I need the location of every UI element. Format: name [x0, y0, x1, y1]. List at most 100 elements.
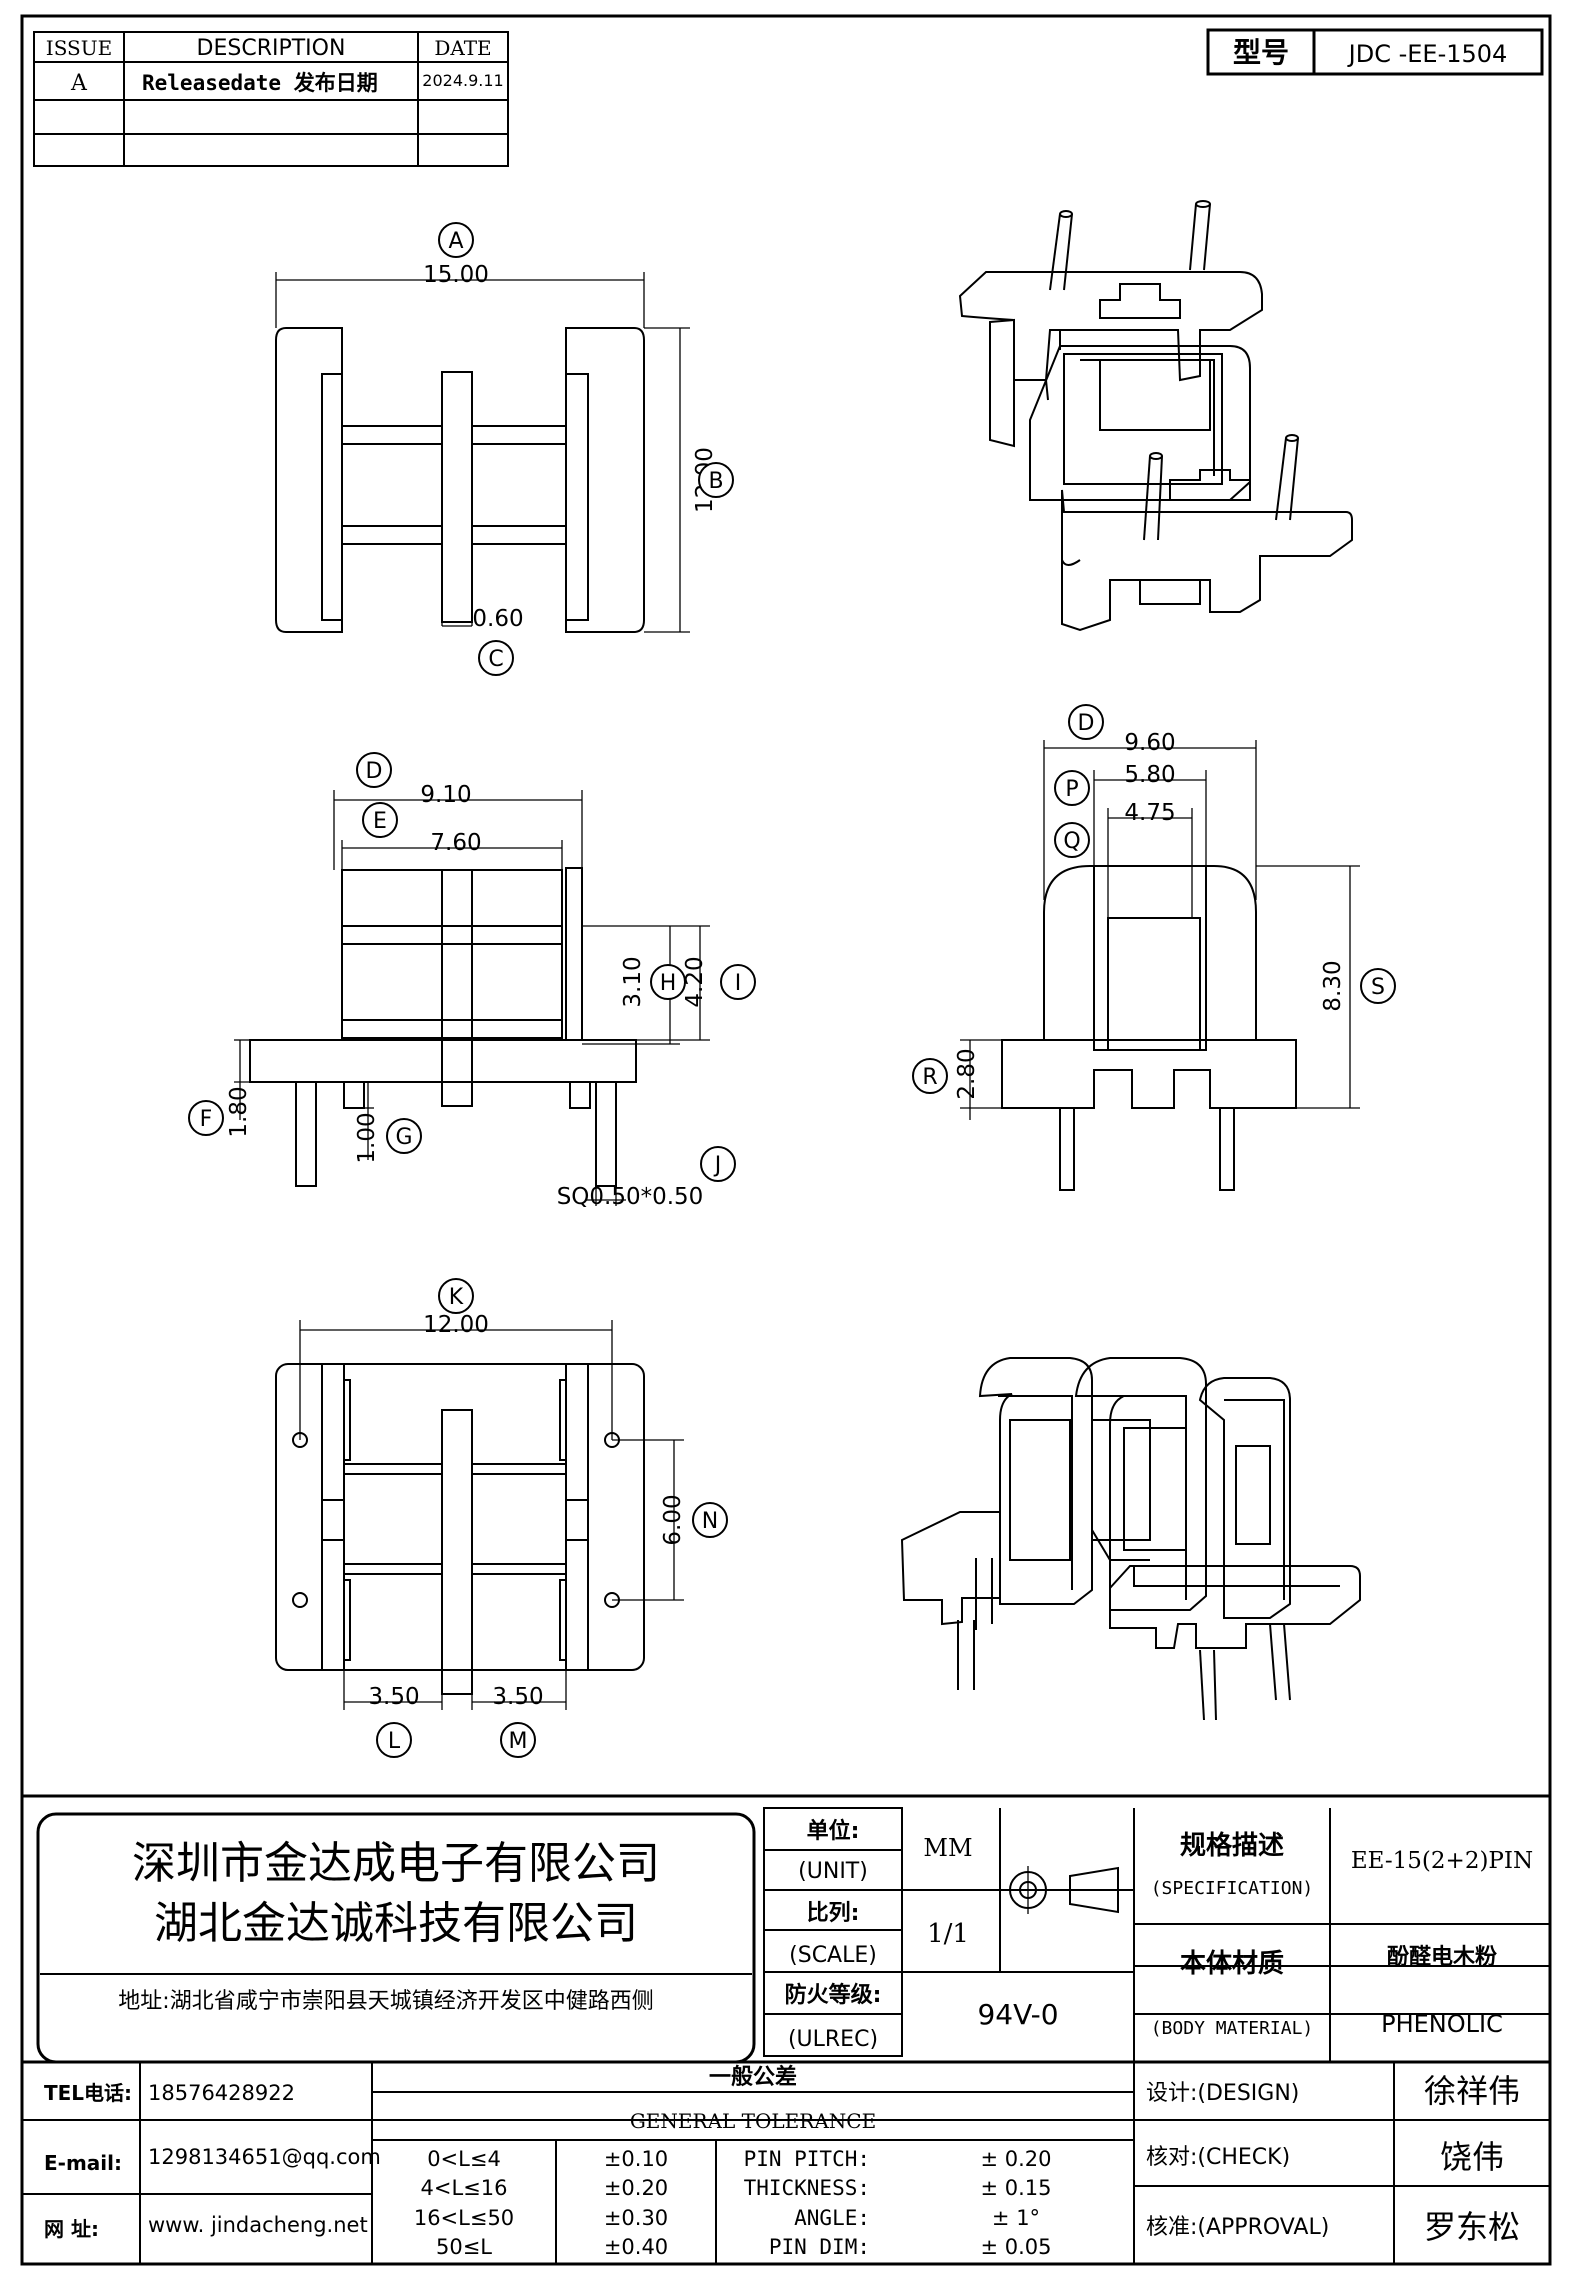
- rev-header-date: DATE: [434, 36, 491, 60]
- dimension-letter-bubble: M: [500, 1722, 536, 1758]
- tolerance-item-value: ± 0.20: [980, 2147, 1051, 2171]
- scale-label-en: (SCALE): [789, 1943, 877, 1968]
- tel-label: TEL电话:: [44, 2081, 132, 2105]
- scale-label-cn: 比列:: [807, 1901, 860, 1926]
- company-name-1: 深圳市金达成电子有限公司: [132, 1838, 660, 1889]
- material-label-cn: 本体材质: [1180, 1949, 1284, 1979]
- dimension-value: 8.30: [1320, 960, 1346, 1011]
- dimension-letter-bubble: I: [720, 964, 756, 1000]
- dimension-letter-bubble: R: [912, 1058, 948, 1094]
- dimension-letter: R: [922, 1065, 937, 1090]
- title-block: [22, 1794, 1550, 2264]
- dimension-value: 9.60: [1124, 730, 1175, 756]
- tolerance-range-value: ±0.20: [604, 2176, 668, 2200]
- isometric-view-bottom: [900, 1357, 1361, 1721]
- tolerance-item-value: ± 1°: [992, 2206, 1040, 2230]
- tolerance-range-value: ±0.40: [604, 2235, 668, 2259]
- dimension-letter-bubble: G: [386, 1118, 422, 1154]
- web-label: 网 址:: [44, 2217, 99, 2241]
- dimension-letter: C: [488, 647, 503, 672]
- dimension-value: 7.60: [430, 830, 481, 856]
- company-name-2: 湖北金达诚科技有限公司: [154, 1898, 638, 1949]
- tolerance-item-name: PIN PITCH:: [744, 2147, 870, 2171]
- dimension-value: 5.80: [1124, 762, 1175, 788]
- spec-label-en: (SPECIFICATION): [1151, 1878, 1314, 1899]
- dimension-letter: H: [660, 971, 677, 996]
- dimension-letter: P: [1065, 777, 1078, 802]
- dimension-letter-bubble: J: [700, 1146, 736, 1182]
- company-address: 地址:湖北省咸宁市崇阳县天城镇经济开发区中健路西侧: [118, 1989, 653, 2014]
- dimension-letter: E: [373, 809, 387, 834]
- rev-header-issue: ISSUE: [46, 36, 112, 60]
- dimension-letter: K: [449, 1285, 464, 1310]
- dimension-value: 1.80: [226, 1086, 252, 1137]
- dimension-letter-bubble: D: [356, 752, 392, 788]
- dimension-letter: S: [1371, 975, 1385, 1000]
- tolerance-range-value: ±0.30: [604, 2206, 668, 2230]
- tolerance-title-cn: 一般公差: [709, 2064, 797, 2090]
- bottom-view: [275, 1363, 645, 1695]
- tolerance-item-value: ± 0.15: [980, 2176, 1051, 2200]
- projection-symbol-cone: [1069, 1866, 1119, 1914]
- dimension-value: 3.50: [492, 1684, 543, 1710]
- model-label: 型号: [1233, 36, 1289, 69]
- side-view-dim-lines: [960, 740, 1360, 1120]
- dimension-letter-bubble: S: [1360, 968, 1396, 1004]
- tolerance-range: 16<L≤50: [414, 2206, 514, 2230]
- sheet-border: [20, 14, 1552, 2266]
- dimension-letter-bubble: A: [438, 222, 474, 258]
- dimension-letter-bubble: H: [650, 964, 686, 1000]
- dimension-value: SQ0.50*0.50: [557, 1184, 704, 1210]
- dimension-letter-bubble: E: [362, 802, 398, 838]
- approval-name: 罗东松: [1424, 2208, 1520, 2246]
- rev-row-issue: A: [70, 71, 88, 96]
- design-label: 设计:(DESIGN): [1146, 2081, 1299, 2106]
- dimension-letter: A: [448, 229, 463, 254]
- tel-number: 18576428922: [148, 2081, 295, 2105]
- spec-value: EE-15(2+2)PIN: [1351, 1848, 1533, 1874]
- model-box: [1206, 28, 1544, 76]
- unit-label-en: (UNIT): [798, 1859, 868, 1884]
- dimension-letter: L: [388, 1729, 401, 1754]
- email-label: E-mail:: [44, 2151, 122, 2175]
- dimension-letter: F: [200, 1107, 213, 1132]
- dimension-value: 3.50: [368, 1684, 419, 1710]
- tolerance-item-name: THICKNESS:: [744, 2176, 870, 2200]
- check-name: 饶伟: [1440, 2138, 1504, 2176]
- email-address: 1298134651@qq.com: [148, 2145, 381, 2169]
- dimension-letter-bubble: K: [438, 1278, 474, 1314]
- side-view: [1001, 865, 1297, 1191]
- bottom-view-dim-lines: [299, 1320, 684, 1710]
- top-view-dim-lines: [275, 272, 690, 633]
- spec-label-cn: 规格描述: [1180, 1830, 1284, 1861]
- rev-row-date: 2024.9.11: [422, 71, 503, 90]
- design-name: 徐祥伟: [1424, 2072, 1520, 2110]
- top-view: [275, 327, 645, 633]
- tolerance-range: 0<L≤4: [427, 2147, 501, 2171]
- dimension-letter-bubble: F: [188, 1100, 224, 1136]
- ulrec-label-cn: 防火等级:: [785, 1982, 882, 2008]
- model-number: JDC -EE-1504: [1347, 40, 1508, 68]
- ulrec-label-en: (ULREC): [788, 2027, 878, 2052]
- dimension-letter: B: [708, 469, 723, 494]
- dimension-letter: M: [509, 1729, 528, 1754]
- rev-row-description: Releasedate 发布日期: [142, 71, 378, 95]
- dimension-letter: N: [702, 1509, 718, 1534]
- dimension-letter-bubble: N: [692, 1502, 728, 1538]
- dimension-letter-bubble: B: [698, 462, 734, 498]
- check-label: 核对:(CHECK): [1146, 2145, 1290, 2170]
- tolerance-range-value: ±0.10: [604, 2147, 668, 2171]
- dimension-value: 15.00: [423, 262, 489, 288]
- unit-label-cn: 单位:: [807, 1818, 860, 1844]
- dimension-letter-bubble: D: [1068, 704, 1104, 740]
- dimension-value: 4.75: [1124, 800, 1175, 826]
- rev-header-description: DESCRIPTION: [197, 36, 346, 61]
- isometric-view-top: [958, 200, 1353, 632]
- dimension-letter-bubble: C: [478, 640, 514, 676]
- dimension-letter: D: [1078, 711, 1095, 736]
- dimension-value: 4.20: [682, 956, 708, 1007]
- approval-label: 核准:(APPROVAL): [1146, 2215, 1329, 2240]
- dimension-letter-bubble: P: [1054, 770, 1090, 806]
- dimension-value: 9.10: [420, 782, 471, 808]
- dimension-value: 0.60: [472, 606, 523, 632]
